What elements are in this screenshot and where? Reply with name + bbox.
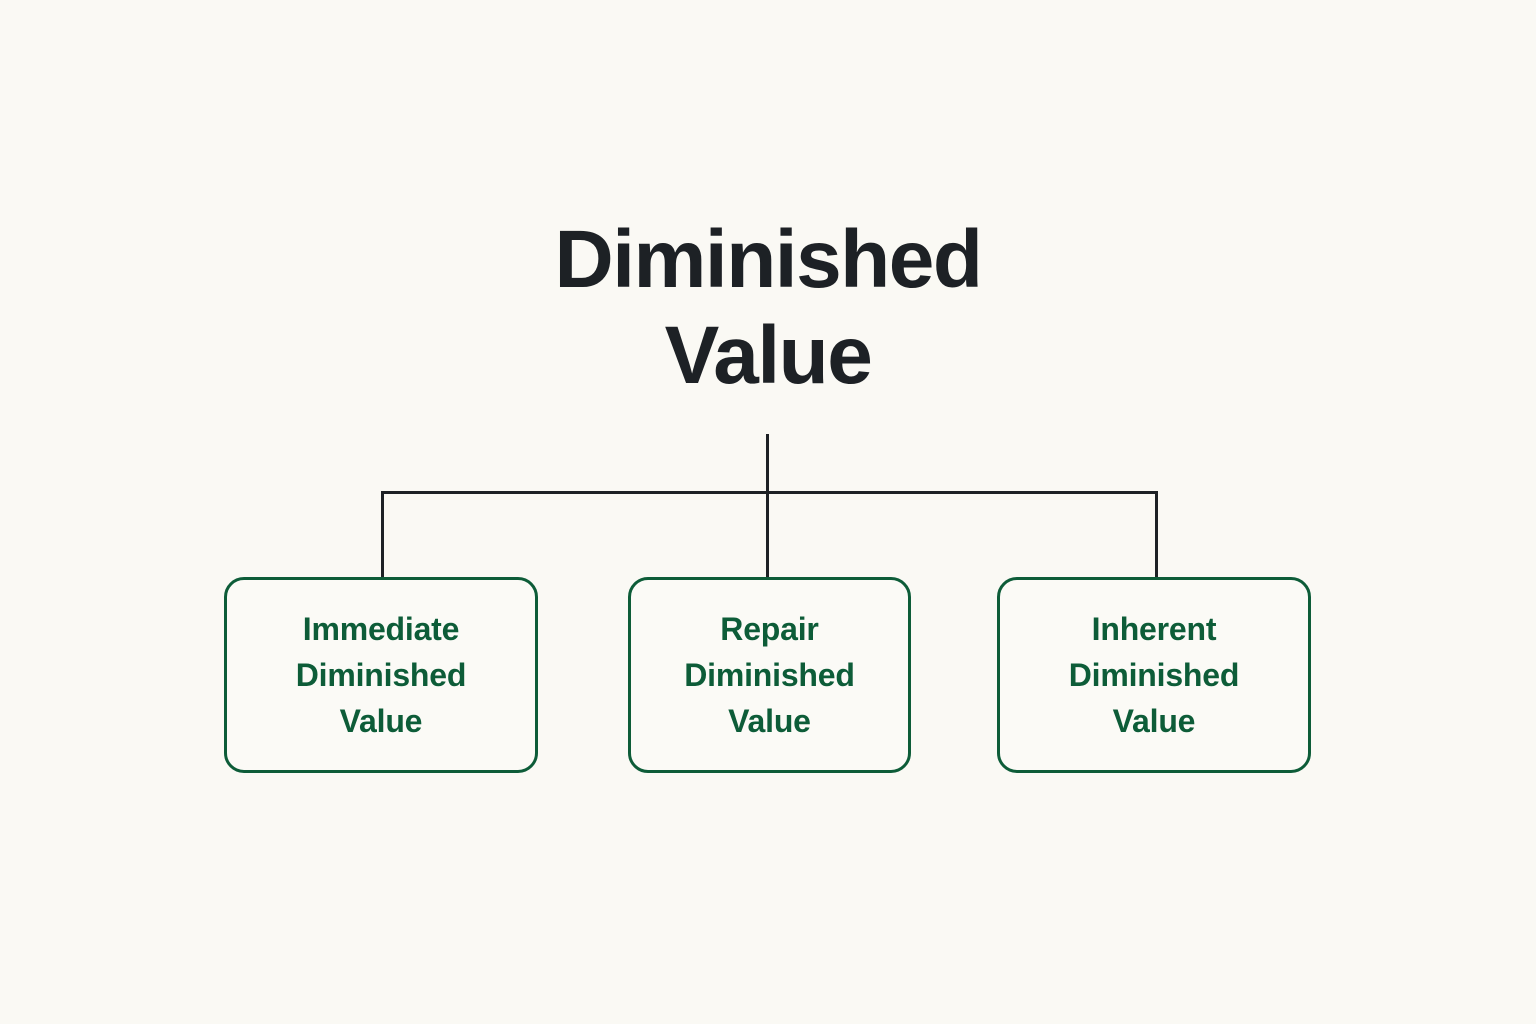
connector-drop-to-repair: [766, 491, 769, 578]
node-immediate-diminished-value[interactable]: Immediate Diminished Value: [224, 577, 538, 773]
node-inherent-diminished-value[interactable]: Inherent Diminished Value: [997, 577, 1311, 773]
node-repair-diminished-value-label: Repair Diminished Value: [684, 611, 855, 739]
connector-drop-to-immediate: [381, 491, 384, 578]
connector-drop-to-inherent: [1155, 491, 1158, 578]
connector-stem-from-root: [766, 434, 769, 493]
node-repair-diminished-value[interactable]: Repair Diminished Value: [628, 577, 911, 773]
node-inherent-diminished-value-label: Inherent Diminished Value: [1068, 611, 1240, 739]
node-immediate-diminished-value-label: Immediate Diminished Value: [295, 611, 467, 739]
root-node-title: Diminished Value: [554, 214, 983, 401]
connector-horizontal-bar: [381, 491, 1158, 494]
